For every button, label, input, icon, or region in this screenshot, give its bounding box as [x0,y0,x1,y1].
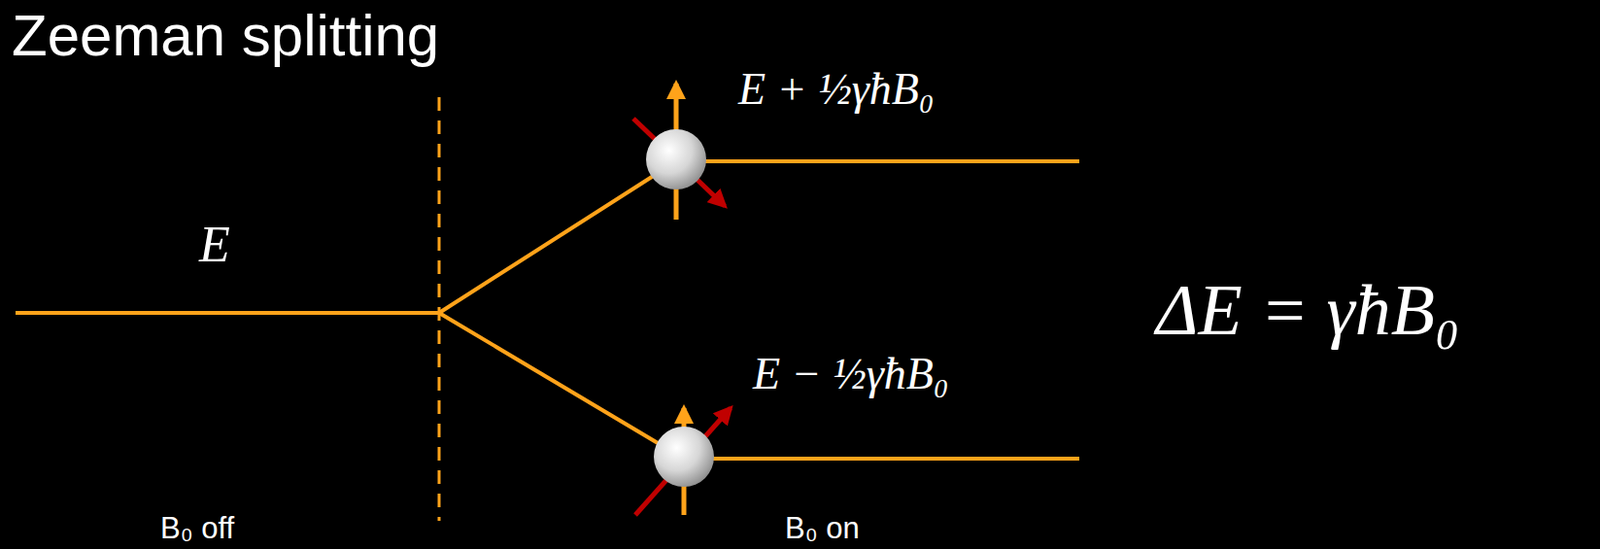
energy-level [676,159,1080,164]
slide-title: Zeeman splitting [11,1,440,69]
energy-label: E − ½γħB₀ [752,348,950,401]
split-line [439,312,684,459]
energy-level [15,310,440,315]
nucleus-ball [646,129,707,190]
spin-arrow [633,118,725,206]
field-state-label: B₀ on [784,510,860,546]
energy-level [683,456,1080,461]
nucleus-ball [653,426,715,487]
energy-label: E + ½γħB₀ [738,64,935,116]
field-switch-divider [438,97,442,521]
spin-arrow [635,408,731,515]
split-line [439,161,677,313]
field-state-label: B₀ off [160,510,235,546]
energy-gap-formula: ΔE = γħB₀ [1156,269,1461,352]
energy-label: E [199,215,231,274]
